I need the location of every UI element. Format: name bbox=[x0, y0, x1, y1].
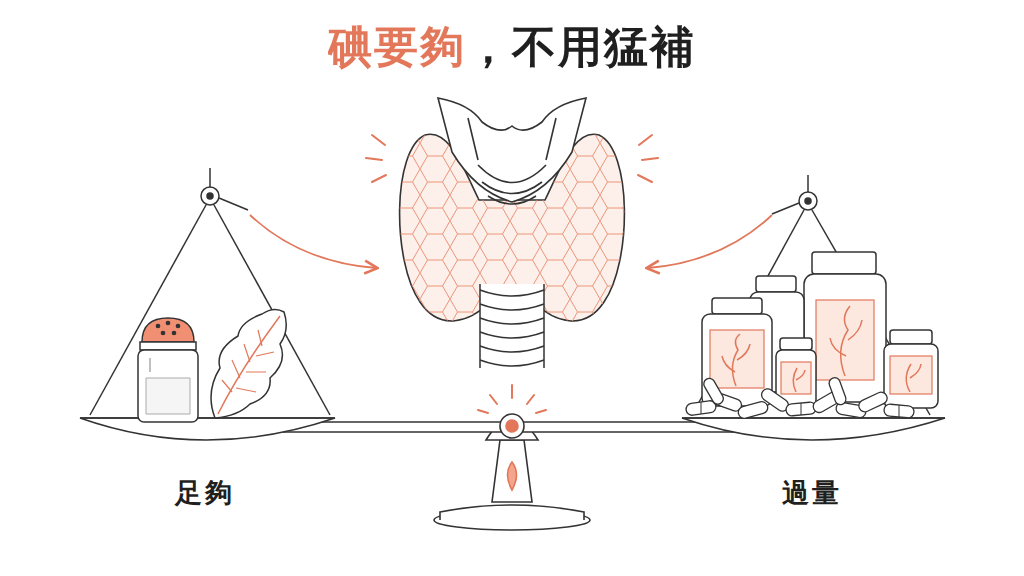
supplement-bottles bbox=[702, 252, 938, 408]
seaweed-leaf bbox=[211, 309, 286, 418]
pan-label: 過量 bbox=[782, 475, 842, 511]
right-pan-dish bbox=[682, 418, 945, 440]
salt-shaker bbox=[138, 318, 198, 422]
capsules bbox=[685, 376, 914, 420]
spark-lines bbox=[366, 135, 658, 413]
larynx bbox=[438, 98, 586, 204]
trachea bbox=[480, 284, 544, 368]
left-pan bbox=[80, 168, 335, 440]
title: 碘要夠，不用猛補 bbox=[328, 18, 696, 77]
pan-label: 足夠 bbox=[175, 475, 235, 511]
pointer-arrows bbox=[250, 215, 772, 268]
